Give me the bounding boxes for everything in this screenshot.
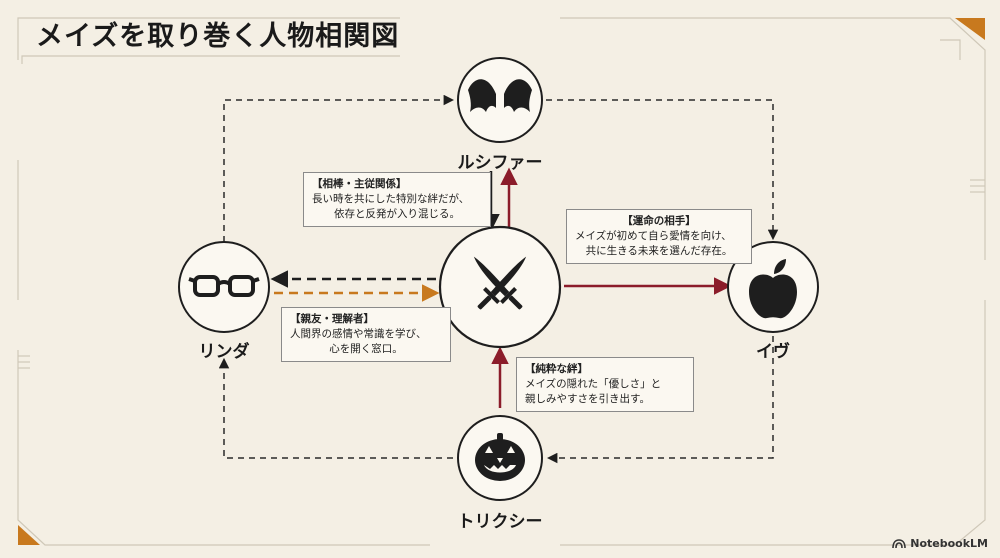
relation-box-linda: 【親友・理解者】 人間界の感情や常識を学び、 心を開く窓口。	[281, 307, 451, 362]
watermark-text: NotebookLM	[910, 537, 988, 550]
node-circle-lucifer	[457, 57, 543, 143]
notebooklm-logo-icon	[892, 538, 907, 548]
relation-line: 共に生きる未来を選んだ存在。	[585, 245, 733, 257]
relation-title: 【純粋な絆】	[525, 363, 588, 375]
relation-line: 依存と反発が入り混じる。	[334, 208, 460, 220]
node-label-tricksy: トリクシー	[457, 512, 543, 532]
node-label-linda: リンダ	[198, 342, 250, 362]
relation-title: 【相棒・主従関係】	[312, 178, 407, 190]
relation-title: 【運命の相手】	[622, 215, 696, 227]
relation-box-eve: 【運命の相手】 メイズが初めて自ら愛情を向け、 共に生きる未来を選んだ存在。	[566, 209, 752, 264]
arrow-tricksy-to-linda	[218, 357, 453, 459]
arrow-lucifer-to-eve	[546, 99, 779, 241]
bat-wings-icon	[468, 79, 532, 112]
notebooklm-watermark: NotebookLM	[892, 537, 988, 550]
relation-line: 人間界の感情や常識を学び、	[290, 328, 427, 340]
crossed-daggers-icon	[473, 256, 527, 310]
node-label-lucifer: ルシファー	[457, 153, 543, 173]
outer-dashed-loop	[218, 94, 779, 464]
relation-box-lucifer: 【相棒・主従関係】 長い時を共にした特別な絆だが、 依存と反発が入り混じる。	[303, 172, 491, 227]
relation-line: 長い時を共にした特別な絆だが、	[312, 193, 470, 205]
relation-line: メイズが初めて自ら愛情を向け、	[575, 230, 732, 242]
relation-box-tricksy: 【純粋な絆】 メイズの隠れた「優しさ」と 親しみやすさを引き出す。	[516, 357, 694, 412]
relation-line: 心を開く窓口。	[329, 343, 403, 355]
decorative-frame	[17, 17, 986, 546]
node-label-eve: イヴ	[756, 342, 790, 362]
glasses-icon	[188, 275, 260, 297]
node-circle-linda	[178, 241, 270, 333]
relation-line: 親しみやすさを引き出す。	[525, 393, 650, 405]
arrow-eve-to-tricksy	[546, 336, 774, 464]
arrow-linda-to-lucifer	[223, 94, 455, 242]
page-title: メイズを取り巻く人物相関図	[36, 21, 400, 52]
relation-title: 【親友・理解者】	[290, 313, 374, 325]
relation-line: メイズの隠れた「優しさ」と	[525, 378, 662, 390]
apple-icon	[749, 259, 797, 319]
jack-o-lantern-icon	[475, 433, 525, 481]
corner-accent-top-right	[955, 18, 985, 40]
corner-accent-bottom-left	[18, 525, 40, 545]
